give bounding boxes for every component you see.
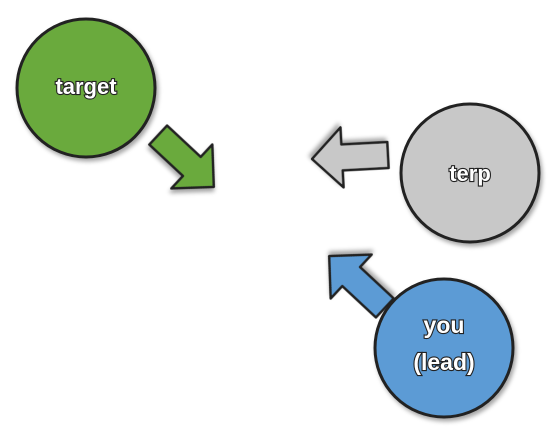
gray-arrow [310, 126, 390, 189]
target-node: target [15, 17, 157, 159]
you-node: you (lead) [373, 277, 515, 419]
you-label: you [424, 312, 465, 338]
lead-label: (lead) [413, 349, 474, 375]
green-arrow [148, 124, 216, 190]
terp-label: terp [449, 161, 491, 186]
target-label: target [55, 74, 117, 99]
blue-arrow [327, 253, 395, 319]
terp-node: terp [399, 102, 541, 244]
